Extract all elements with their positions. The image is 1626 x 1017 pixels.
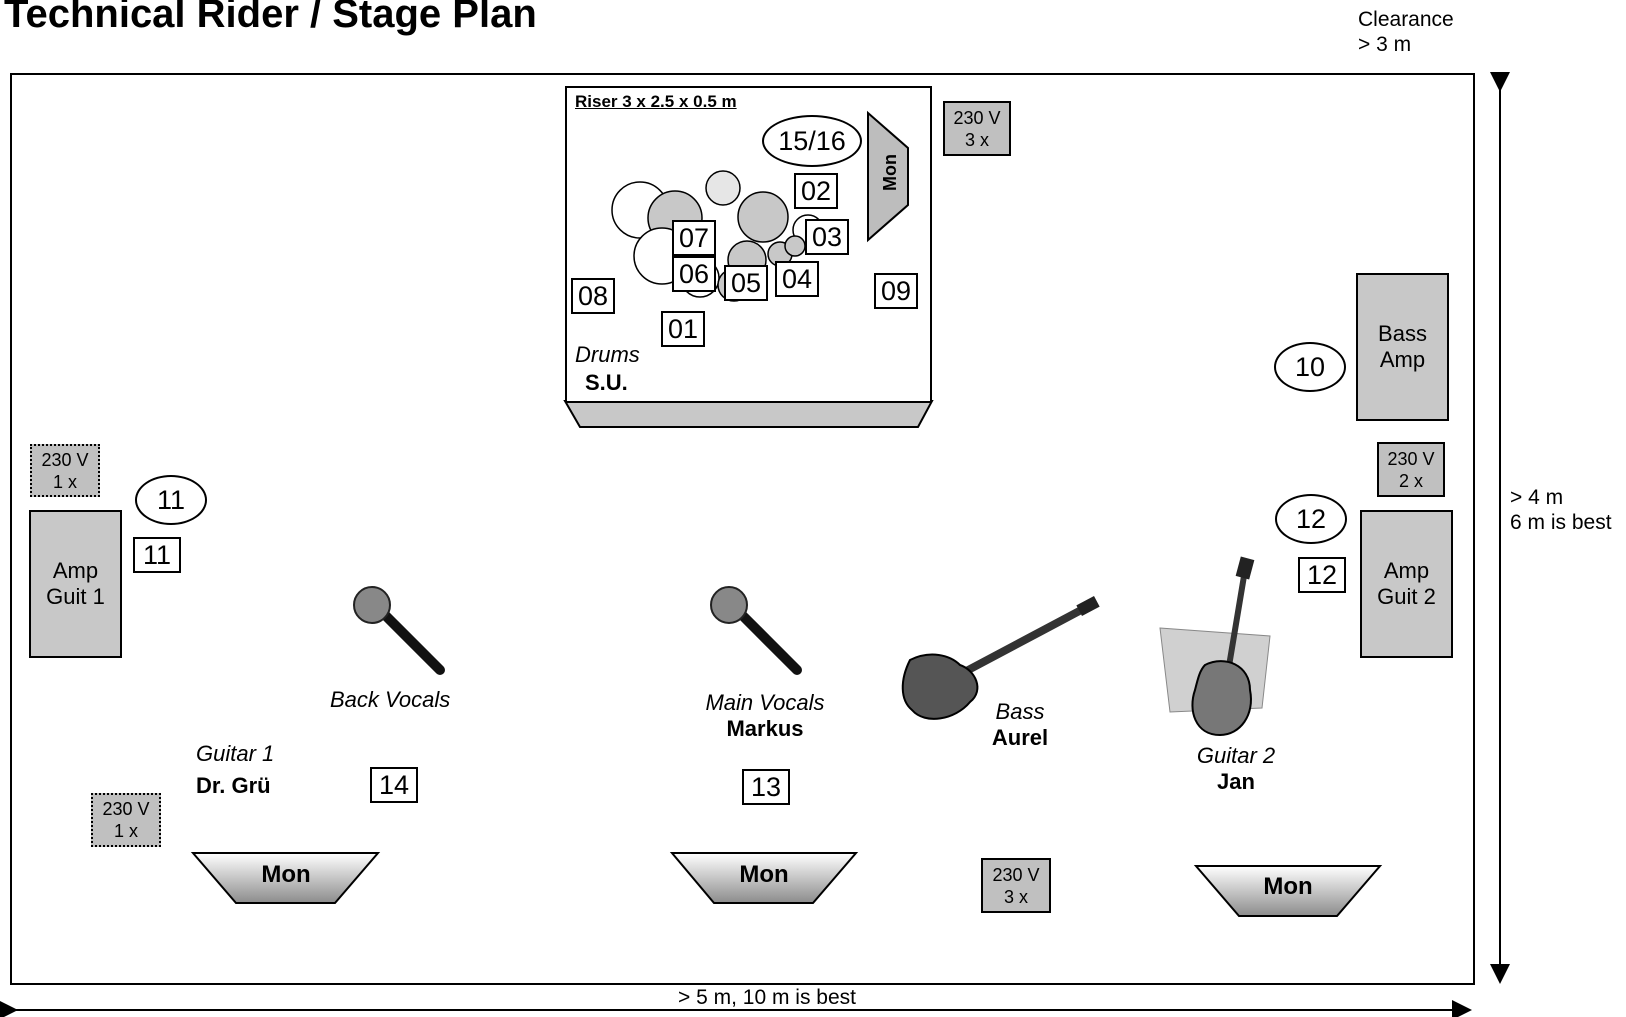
clearance-label: Clearance > 3 m: [1358, 8, 1454, 56]
guitar1-name: Dr. Grü: [196, 773, 271, 798]
channel-box-04: 04: [775, 261, 819, 297]
channel-box-13: 13: [742, 769, 790, 805]
channel-oval-12: 12: [1275, 494, 1347, 544]
guitar2-label: Guitar 2 Jan: [1196, 743, 1276, 794]
channel-box-05: 05: [724, 265, 768, 301]
channel-box-03: 03: [805, 219, 849, 255]
drums-name: S.U.: [585, 370, 628, 395]
monitor-guitar1: Mon: [261, 861, 311, 888]
width-label: > 5 m, 10 m is best: [678, 986, 856, 1009]
monitor-main-vocals: Mon: [739, 861, 789, 888]
power-outlet-guitar1-bottom: 230 V 1 x: [91, 793, 161, 847]
drums-role: Drums: [575, 342, 640, 367]
stage-outline: [10, 73, 1475, 985]
bass-player-label: Bass Aurel: [991, 699, 1049, 750]
amp-guitar-1: Amp Guit 1: [29, 510, 122, 658]
channel-box-02: 02: [794, 173, 838, 209]
channel-box-01: 01: [661, 311, 705, 347]
back-vocals-role: Back Vocals: [330, 687, 451, 712]
power-outlet-bass: 230 V 3 x: [981, 858, 1051, 913]
channel-box-14: 14: [370, 767, 418, 803]
main-vocals-label: Main Vocals Markus: [705, 690, 825, 741]
guitar1-role: Guitar 1: [196, 741, 275, 766]
monitor-guitar2: Mon: [1263, 873, 1313, 900]
power-outlet-riser: 230 V 3 x: [943, 101, 1011, 156]
power-outlet-guitar2: 230 V 2 x: [1377, 442, 1445, 497]
depth-label: > 4 m 6 m is best: [1510, 486, 1612, 534]
channel-oval-15-16: 15/16: [762, 115, 862, 167]
riser-label: Riser 3 x 2.5 x 0.5 m: [575, 92, 737, 111]
channel-oval-11: 11: [135, 475, 207, 525]
channel-box-08: 08: [571, 278, 615, 314]
channel-box-12: 12: [1298, 557, 1346, 593]
channel-box-11: 11: [133, 537, 181, 573]
bass-amp: Bass Amp: [1356, 273, 1449, 421]
channel-box-06: 06: [672, 256, 716, 292]
page-title: Technical Rider / Stage Plan: [4, 0, 537, 36]
power-outlet-guitar1-top: 230 V 1 x: [30, 444, 100, 497]
channel-box-07: 07: [672, 220, 716, 256]
channel-oval-10: 10: [1274, 342, 1346, 392]
channel-box-09: 09: [874, 273, 918, 309]
amp-guitar-2: Amp Guit 2: [1360, 510, 1453, 658]
